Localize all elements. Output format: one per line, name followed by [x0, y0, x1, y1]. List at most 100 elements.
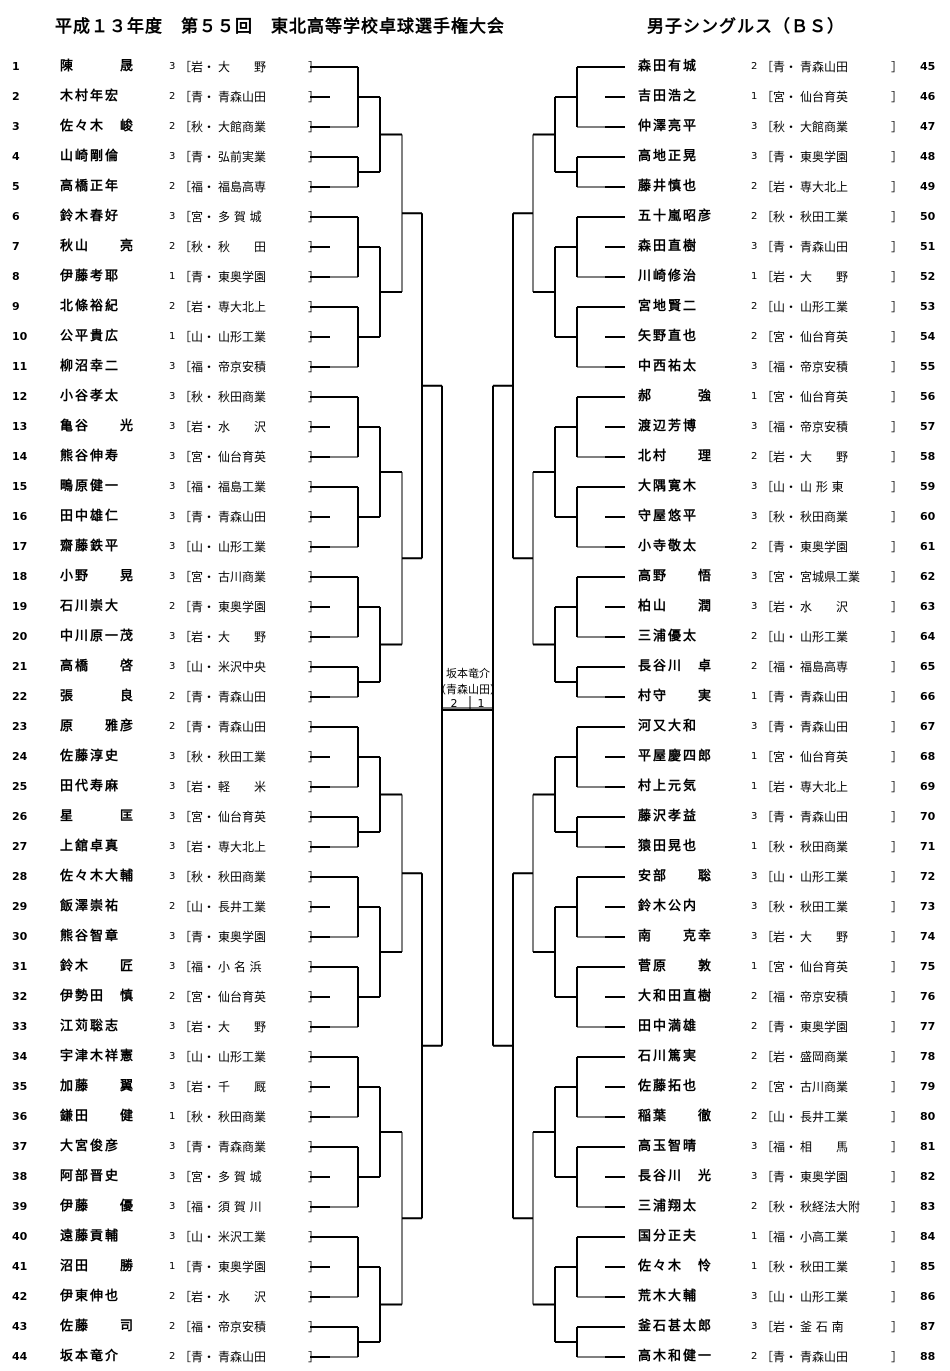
player-name: 小野 晃: [60, 569, 136, 584]
player-grade: 3: [169, 781, 176, 792]
player-name: 宇津木祥憲: [60, 1049, 136, 1064]
player-name: 北條裕紀: [60, 299, 121, 314]
player-grade: 2: [751, 181, 758, 192]
player-no: 51: [920, 240, 936, 253]
player-pref: 福・: [191, 180, 216, 194]
bracket-open: ［: [761, 150, 774, 164]
player-pref: 青・: [191, 930, 216, 944]
player-pref: 山・: [773, 1290, 798, 1304]
player-grade: 3: [751, 601, 758, 612]
player-pref: 秋・: [191, 1110, 216, 1124]
player-pref: 山・: [191, 900, 216, 914]
player-no: 3: [12, 120, 20, 133]
bracket-close: ］: [891, 1020, 904, 1034]
player-no: 53: [920, 300, 936, 313]
player-grade: 1: [751, 961, 758, 972]
player-name: 大隅寛木: [638, 479, 699, 494]
player-school: 秋田商業: [800, 510, 849, 524]
player-no: 61: [920, 540, 936, 553]
player-grade: 2: [751, 1021, 758, 1032]
player-grade: 1: [751, 1261, 758, 1272]
player-pref: 岩・: [191, 840, 216, 854]
player-name: 大宮俊彦: [60, 1139, 121, 1154]
player-grade: 3: [751, 511, 758, 522]
player-no: 15: [12, 480, 28, 493]
bracket-open: ［: [761, 1200, 774, 1214]
player-pref: 宮・: [191, 990, 216, 1004]
bracket-close: ］: [891, 150, 904, 164]
player-name: 長谷川 光: [638, 1169, 714, 1184]
player-pref: 山・: [773, 300, 798, 314]
player-name: 鈴木 匠: [60, 959, 136, 974]
player-pref: 岩・: [191, 1290, 216, 1304]
player-name: 佐藤拓也: [638, 1079, 699, 1094]
bracket-open: ［: [179, 810, 192, 824]
player-name: 猿田晃也: [638, 839, 699, 854]
player-name: 小谷孝太: [60, 389, 121, 404]
bracket-open: ［: [179, 480, 192, 494]
player-school: 青森山田: [800, 60, 849, 74]
player-school: 長井工業: [800, 1110, 849, 1124]
player-name: 川崎修治: [638, 269, 699, 284]
player-name: 高地正晃: [638, 149, 699, 164]
player-grade: 3: [169, 211, 176, 222]
player-name: 熊谷伸寿: [60, 449, 121, 464]
player-no: 46: [920, 90, 936, 103]
player-name: 加藤 翼: [60, 1079, 136, 1094]
player-no: 39: [12, 1200, 28, 1213]
player-no: 17: [12, 540, 28, 553]
bracket-open: ［: [761, 390, 774, 404]
player-pref: 岩・: [773, 180, 798, 194]
player-no: 87: [920, 1320, 936, 1333]
player-pref: 宮・: [773, 90, 798, 104]
player-pref: 青・: [191, 690, 216, 704]
player-school: 米沢工業: [218, 1230, 267, 1244]
player-grade: 2: [751, 1051, 758, 1062]
player-school: 山 形 東: [800, 480, 844, 494]
bracket-close: ］: [891, 1200, 904, 1214]
player-name: 柏山 潤: [638, 599, 714, 614]
bracket-close: ］: [891, 780, 904, 794]
bracket-open: ［: [761, 90, 774, 104]
bracket-open: ［: [761, 360, 774, 374]
player-pref: 青・: [191, 1350, 216, 1364]
player-no: 37: [12, 1140, 28, 1153]
player-name: 原 雅彦: [60, 719, 136, 734]
bracket-open: ［: [179, 1080, 192, 1094]
player-grade: 3: [169, 1081, 176, 1092]
player-name: 五十嵐昭彦: [638, 209, 714, 224]
player-grade: 3: [169, 571, 176, 582]
bracket-open: ［: [761, 1230, 774, 1244]
bracket-close: ］: [891, 990, 904, 1004]
player-grade: 3: [169, 1021, 176, 1032]
bracket-close: ］: [891, 750, 904, 764]
player-pref: 福・: [191, 360, 216, 374]
bracket-open: ［: [761, 780, 774, 794]
player-name: 佐藤淳史: [60, 749, 121, 764]
bracket-open: ［: [761, 720, 774, 734]
bracket-close: ］: [891, 930, 904, 944]
player-no: 12: [12, 390, 28, 403]
bracket-open: ［: [179, 180, 192, 194]
player-no: 63: [920, 600, 936, 613]
player-school: 仙台育英: [800, 90, 849, 104]
bracket-open: ［: [761, 750, 774, 764]
player-name: 鈴木春好: [60, 209, 121, 224]
bracket-close: ］: [891, 630, 904, 644]
player-no: 36: [12, 1110, 28, 1123]
player-school: 福島工業: [218, 480, 267, 494]
bracket-open: ［: [179, 120, 192, 134]
player-pref: 秋・: [773, 510, 798, 524]
player-grade: 3: [169, 751, 176, 762]
player-no: 85: [920, 1260, 936, 1273]
bracket-close: ］: [891, 840, 904, 854]
player-no: 19: [12, 600, 28, 613]
player-no: 71: [920, 840, 936, 853]
player-pref: 青・: [773, 60, 798, 74]
player-school: 専大北上: [218, 300, 267, 314]
player-grade: 3: [169, 961, 176, 972]
player-pref: 岩・: [773, 450, 798, 464]
player-no: 57: [920, 420, 936, 433]
bracket-close: ］: [891, 360, 904, 374]
bracket-open: ［: [179, 750, 192, 764]
